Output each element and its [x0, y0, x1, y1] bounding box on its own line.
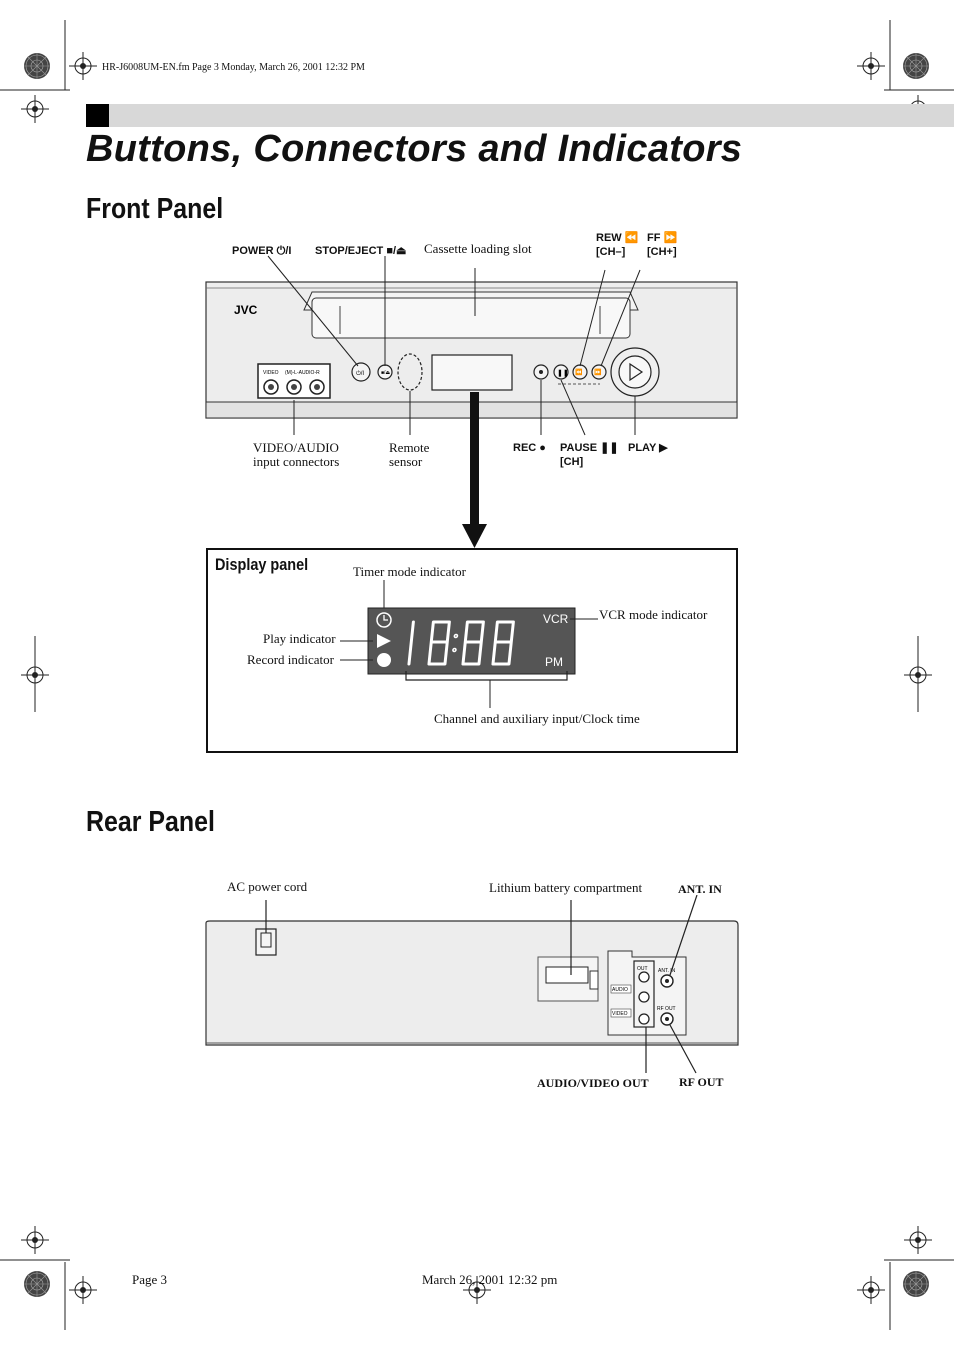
page-title: Buttons, Connectors and Indicators — [86, 128, 743, 170]
av-out-label: AUDIO/VIDEO OUT — [537, 1076, 649, 1090]
play-indicator — [377, 634, 391, 648]
jack-label-audio: (M)-L-AUDIO-R — [285, 370, 320, 376]
audio-out-l-jack — [638, 971, 650, 983]
display-window — [431, 354, 513, 391]
ac-cord-label: AC power cord — [227, 879, 308, 894]
footer-date: March 26, 2001 12:32 pm — [422, 1272, 558, 1287]
front-panel-heading: Front Panel — [86, 193, 224, 225]
sensor-label: sensor — [389, 454, 423, 469]
pm-indicator-text: PM — [545, 655, 563, 669]
audio-out-r-jack — [638, 991, 650, 1003]
svg-text:⏻/I: ⏻/I — [356, 370, 364, 377]
play-indicator-label: Play indicator — [263, 631, 336, 646]
jack-label-video-rear: VIDEO — [612, 1011, 628, 1017]
ff-button — [591, 364, 607, 380]
pause-ch-label: [CH] — [560, 456, 584, 468]
pause-label: PAUSE ❚❚ — [560, 442, 619, 454]
front-panel-diagram: JVC VIDEO (M)-L-AUDIO-R ⏻/I ■/⏏ ❚❚ ⏪ ⏩ — [205, 255, 738, 548]
rear-panel-diagram: OUT AUDIO VIDEO ANT. IN RF OUT — [205, 895, 739, 1074]
vcr-mode-label: VCR mode indicator — [599, 607, 708, 622]
display-panel-diagram: VCR PM — [340, 580, 598, 708]
title-bar-marker — [86, 104, 109, 127]
jack-label-rf-out: RF OUT — [657, 1006, 676, 1012]
timer-mode-indicator — [376, 612, 392, 628]
battery-label: Lithium battery compartment — [489, 880, 643, 895]
ff-ch-label: [CH+] — [647, 246, 677, 258]
display-arrow-head — [462, 524, 487, 548]
power-label: POWER ⏻/I — [232, 245, 292, 257]
display-panel-box — [206, 548, 738, 753]
svg-text:⏪: ⏪ — [575, 368, 583, 376]
rew-ch-label: [CH–] — [596, 246, 626, 258]
vcr-indicator-text: VCR — [543, 612, 569, 626]
ant-in-label: ANT. IN — [678, 882, 722, 896]
video-out-jack — [638, 1013, 650, 1025]
remote-sensor — [397, 353, 423, 391]
input-connectors-label: input connectors — [253, 454, 340, 469]
display-arrow-shaft — [470, 392, 479, 524]
ff-label: FF ⏩ — [647, 232, 678, 244]
jack-label-audio-rear: AUDIO — [612, 987, 628, 993]
rf-out-label: RF OUT — [679, 1075, 724, 1089]
timer-mode-label: Timer mode indicator — [353, 564, 466, 579]
brand-logo: JVC — [234, 303, 258, 317]
record-indicator — [377, 653, 391, 667]
av-out-box — [633, 960, 655, 1028]
file-header: HR-J6008UM-EN.fm Page 3 Monday, March 26… — [102, 62, 365, 73]
svg-text:■/⏏: ■/⏏ — [381, 370, 390, 376]
stop-eject-label: STOP/EJECT ■/⏏ — [315, 245, 407, 257]
power-button — [351, 362, 371, 382]
jack-label-ant-in: ANT. IN — [658, 968, 676, 974]
play-label: PLAY ▶ — [628, 442, 668, 454]
video-audio-label: VIDEO/AUDIO — [253, 440, 339, 455]
svg-text:❚❚: ❚❚ — [557, 369, 569, 377]
cassette-slot-label: Cassette loading slot — [424, 241, 532, 256]
rew-label: REW ⏪ — [596, 232, 639, 244]
page-number: Page 3 — [132, 1272, 168, 1287]
display-panel-heading: Display panel — [215, 555, 309, 574]
clock-digits — [407, 620, 515, 666]
vcr-rear-body — [205, 920, 739, 1046]
title-bar — [86, 104, 954, 127]
svg-text:⏩: ⏩ — [594, 368, 602, 376]
record-indicator-label: Record indicator — [247, 652, 334, 667]
remote-label: Remote — [389, 440, 430, 455]
pause-button — [553, 364, 569, 380]
channel-clock-label: Channel and auxiliary input/Clock time — [434, 711, 640, 726]
jack-label-out: OUT — [637, 966, 648, 972]
rear-panel-heading: Rear Panel — [86, 806, 215, 838]
rec-label: REC ● — [513, 442, 546, 454]
jack-label-video: VIDEO — [263, 370, 279, 376]
play-button — [618, 355, 652, 389]
